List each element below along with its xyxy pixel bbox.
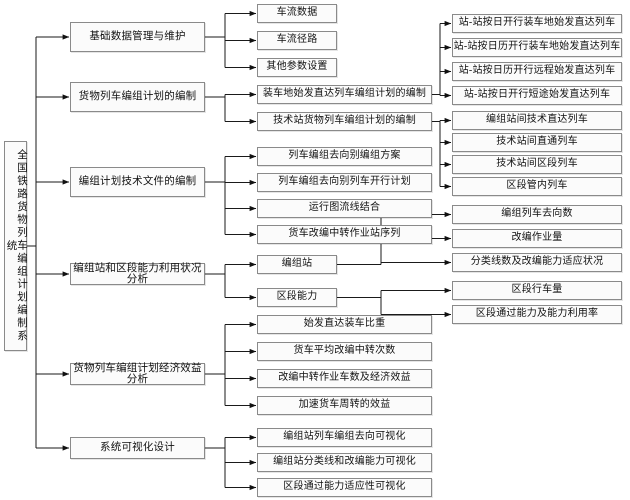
- submodule-node-12[interactable]: 货车平均改编中转次数: [257, 342, 432, 361]
- submodule-node-15-label: 编组站列车编组去向可视化: [283, 431, 406, 443]
- submodule-node-1-label: 车流径路: [276, 34, 318, 46]
- leaf-node-7[interactable]: 区段管内列车: [452, 177, 622, 196]
- submodule-node-0-label: 车流数据: [276, 7, 318, 19]
- submodule-node-14[interactable]: 加速货车周转的效益: [257, 396, 432, 415]
- submodule-node-6[interactable]: 列车编组去向别列车开行计划: [257, 173, 432, 192]
- root-node-system-label: 全国铁路货物列车编组计划编制系统: [5, 149, 28, 343]
- submodule-node-13-label: 改编中转作业车数及经济效益: [278, 372, 411, 384]
- module-node-5-label: 系统可视化设计: [100, 442, 175, 454]
- submodule-node-10[interactable]: 区段能力: [257, 288, 337, 307]
- submodule-node-16-label: 编组站分类线和改编能力可视化: [273, 456, 416, 468]
- submodule-node-9[interactable]: 编组站: [257, 255, 337, 274]
- leaf-node-3[interactable]: 站-站按日开行短途始发直达列车: [452, 86, 622, 105]
- submodule-node-14-label: 加速货车周转的效益: [298, 399, 391, 411]
- leaf-node-11-label: 区段行车量: [511, 284, 563, 296]
- leaf-node-10[interactable]: 分类线数及改编能力适应状况: [452, 253, 622, 272]
- submodule-node-9-label: 编组站: [281, 258, 313, 270]
- submodule-node-3-label: 装车地始发直达列车编组计划的编制: [262, 88, 427, 100]
- leaf-node-5[interactable]: 技术站间直通列车: [452, 133, 622, 152]
- submodule-node-16[interactable]: 编组站分类线和改编能力可视化: [257, 453, 432, 472]
- submodule-node-7[interactable]: 运行图流线结合: [257, 199, 432, 218]
- submodule-node-8-label: 货车改编中转作业站序列: [288, 228, 401, 240]
- leaf-node-8[interactable]: 编组列车去向数: [452, 205, 622, 224]
- module-node-3[interactable]: 编组站和区段能力利用状况分析: [70, 263, 205, 285]
- submodule-node-4-label: 技术站货物列车编组计划的编制: [273, 115, 416, 127]
- leaf-node-6[interactable]: 技术站间区段列车: [452, 155, 622, 174]
- leaf-node-7-label: 区段管内列车: [506, 180, 568, 192]
- leaf-node-2[interactable]: 站-站按日历开行远程始发直达列车: [452, 62, 622, 81]
- module-node-1[interactable]: 货物列车编组计划的编制: [70, 82, 205, 112]
- submodule-node-2[interactable]: 其他参数设置: [257, 58, 337, 77]
- leaf-node-12[interactable]: 区段通过能力及能力利用率: [452, 305, 622, 324]
- module-node-2-label: 编组计划技术文件的编制: [78, 176, 197, 188]
- module-node-2[interactable]: 编组计划技术文件的编制: [70, 167, 205, 197]
- leaf-node-0[interactable]: 站-站按日开行装车地始发直达列车: [452, 14, 622, 33]
- submodule-node-11[interactable]: 始发直达装车比重: [257, 315, 432, 334]
- leaf-node-12-label: 区段通过能力及能力利用率: [475, 308, 599, 320]
- module-node-5[interactable]: 系统可视化设计: [70, 437, 205, 459]
- leaf-node-11[interactable]: 区段行车量: [452, 281, 622, 300]
- submodule-node-15[interactable]: 编组站列车编组去向可视化: [257, 428, 432, 447]
- submodule-node-11-label: 始发直达装车比重: [303, 318, 386, 330]
- submodule-node-5-label: 列车编组去向别编组方案: [288, 150, 401, 162]
- submodule-node-1[interactable]: 车流径路: [257, 31, 337, 50]
- leaf-node-1[interactable]: 站-站按日历开行装车地始发直达列车: [452, 38, 622, 57]
- submodule-node-5[interactable]: 列车编组去向别编组方案: [257, 147, 432, 166]
- module-node-1-label: 货物列车编组计划的编制: [78, 91, 197, 103]
- leaf-node-0-label: 站-站按日开行装车地始发直达列车: [458, 17, 616, 29]
- module-node-0-label: 基础数据管理与维护: [89, 31, 186, 43]
- submodule-node-0[interactable]: 车流数据: [257, 4, 337, 23]
- leaf-node-1-label: 站-站按日历开行装车地始发直达列车: [453, 41, 621, 53]
- leaf-node-4-label: 编组站间技术直达列车: [486, 114, 588, 126]
- submodule-node-6-label: 列车编组去向别列车开行计划: [278, 176, 411, 188]
- submodule-node-8[interactable]: 货车改编中转作业站序列: [257, 225, 432, 244]
- submodule-node-3[interactable]: 装车地始发直达列车编组计划的编制: [257, 85, 432, 104]
- leaf-node-6-label: 技术站间区段列车: [496, 158, 578, 170]
- leaf-node-10-label: 分类线数及改编能力适应状况: [470, 256, 604, 268]
- submodule-node-17-label: 区段通过能力适应性可视化: [283, 481, 406, 493]
- leaf-node-4[interactable]: 编组站间技术直达列车: [452, 111, 622, 130]
- module-node-4[interactable]: 货物列车编组计划经济效益分析: [70, 363, 205, 385]
- module-node-0[interactable]: 基础数据管理与维护: [70, 22, 205, 52]
- leaf-node-8-label: 编组列车去向数: [501, 208, 573, 220]
- submodule-node-12-label: 货车平均改编中转次数: [293, 345, 396, 357]
- submodule-node-7-label: 运行图流线结合: [308, 202, 381, 214]
- leaf-node-5-label: 技术站间直通列车: [496, 136, 578, 148]
- submodule-node-2-label: 其他参数设置: [266, 61, 328, 73]
- submodule-node-10-label: 区段能力: [276, 291, 318, 303]
- module-node-3-label: 编组站和区段能力利用状况分析: [73, 262, 202, 285]
- leaf-node-3-label: 站-站按日开行短途始发直达列车: [463, 89, 611, 101]
- leaf-node-2-label: 站-站按日历开行远程始发直达列车: [458, 65, 616, 77]
- root-node-system[interactable]: 全国铁路货物列车编组计划编制系统: [4, 141, 27, 351]
- submodule-node-4[interactable]: 技术站货物列车编组计划的编制: [257, 112, 432, 131]
- module-node-4-label: 货物列车编组计划经济效益分析: [73, 362, 202, 385]
- submodule-node-13[interactable]: 改编中转作业车数及经济效益: [257, 369, 432, 388]
- leaf-node-9[interactable]: 改编作业量: [452, 229, 622, 248]
- submodule-node-17[interactable]: 区段通过能力适应性可视化: [257, 478, 432, 497]
- leaf-node-9-label: 改编作业量: [511, 232, 563, 244]
